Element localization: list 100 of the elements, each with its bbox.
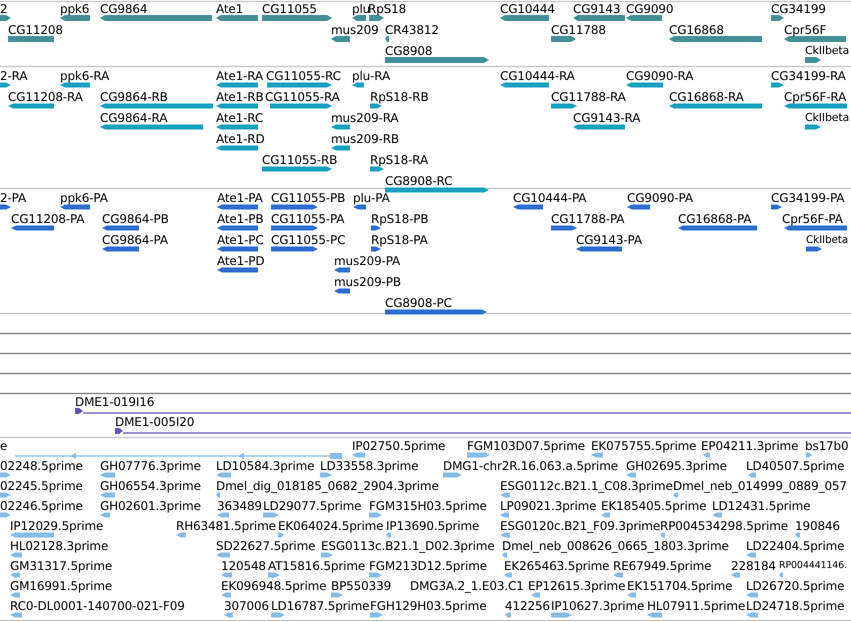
feature-label: LD10584.3prime	[216, 459, 314, 473]
feature-label: RE67949.5prime	[613, 559, 712, 573]
feature-label: IP13690.5prime	[386, 519, 480, 533]
feature-label: CG8908	[385, 44, 432, 58]
feature-label: FGM315H03.5prime	[369, 499, 487, 513]
feature-label: Ate1-PD	[217, 254, 264, 268]
feature-label: plu-RA	[352, 69, 390, 83]
feature-label: mus209-PA	[334, 254, 400, 268]
feature-label: CG11055-PC	[271, 233, 346, 247]
feature-label: CG16868-RA	[669, 90, 744, 104]
feature-label: Dmel_neb_014999_0889_057	[673, 479, 847, 493]
feature-label: IP12029.5prime	[10, 519, 104, 533]
feature-label: LD40507.5prime	[746, 459, 844, 473]
feature-label: GH02601.3prime	[100, 499, 201, 513]
feature-label: GH07776.3prime	[100, 459, 201, 473]
feature-label: FGM213D12.5prime	[369, 559, 487, 573]
feature-label: CG9090-RA	[626, 69, 694, 83]
feature-label: ppk6-RA	[60, 69, 110, 83]
feature-label: CG9143	[573, 2, 620, 16]
feature-label: EK064024.5prime	[278, 519, 384, 533]
feature-label: CG9864	[100, 2, 148, 16]
feature-label: DME1-005I20	[115, 415, 194, 429]
feature-label: EK151704.5prime	[627, 579, 732, 593]
feature-label: CG11055	[262, 2, 317, 16]
feature-label: mus209-RB	[331, 132, 400, 146]
feature-label: ESG0120c.B21_F09.3prime	[500, 519, 660, 533]
feature-label: LD29077.5prime	[263, 499, 362, 513]
feature-label: CG16868-PA	[678, 212, 752, 226]
feature-label: RpS18-PB	[371, 212, 428, 226]
feature-label: LD24718.5prime	[746, 599, 844, 613]
feature-label: RC0-DL0001-140700-021-F09	[10, 599, 185, 613]
feature-label: RpS18-RB	[370, 90, 429, 104]
feature-label: mus209-PB	[334, 275, 401, 289]
feature-label: EK265463.5prime	[504, 559, 610, 573]
feature-label: LD33558.3prime	[320, 459, 418, 473]
feature-label: GM16991.5prime	[10, 579, 112, 593]
feature-label: 363489	[217, 499, 262, 513]
feature-label: GH02695.3prime	[626, 459, 727, 473]
feature-label: CG8908-PC	[385, 296, 452, 310]
feature-label: Cpr56F-RA	[784, 90, 846, 104]
feature-label: BP550339	[331, 579, 392, 593]
feature-label: EK075755.5prime	[591, 439, 696, 453]
feature-label: Ate1-RB	[216, 90, 264, 104]
feature-label: CG10444	[500, 2, 555, 16]
feature-label: CG11055-RC	[266, 69, 341, 83]
feature-label: ESG0112c.B21.1_C08.3prime	[500, 479, 673, 493]
feature-label: CG34199-RA	[771, 69, 846, 83]
feature-label: 2-RA	[0, 69, 28, 83]
feature-label: LP09021.3prime	[500, 499, 596, 513]
feature-label: 412256	[505, 599, 550, 613]
feature-label: CG11788-RA	[551, 90, 626, 104]
feature-label: CG11208-PA	[11, 212, 84, 226]
feature-label: LD16787.5prime	[271, 599, 370, 613]
feature-label: Cpr56F-PA	[782, 212, 843, 226]
feature-label: CG11055-RA	[265, 90, 340, 104]
feature-label: FGH129H03.5prime	[370, 599, 486, 613]
feature-label: LD26720.5prime	[746, 579, 844, 593]
feature-label: ppk6-PA	[60, 191, 108, 205]
feature-label: CG11208	[8, 23, 63, 37]
feature-label: CG34199-PA	[771, 191, 844, 205]
feature-label: CG11055-PB	[271, 191, 346, 205]
feature-label: SD22627.5prime	[216, 539, 316, 553]
feature-label: CkIIbeta	[805, 44, 850, 58]
feature-label: CG11788-PA	[551, 212, 624, 226]
feature-label: AT15816.5prime	[268, 559, 366, 573]
feature-label: CG11055-RB	[262, 153, 338, 167]
feature-label: 228184	[731, 559, 776, 573]
feature-label: CG9864-RB	[100, 90, 168, 104]
feature-label: CkIIbeta	[805, 111, 850, 125]
feature-label: CG11055-PA	[271, 212, 344, 226]
feature-label: DMG3A.2_1.E03.C1	[410, 579, 524, 593]
feature-label: ppk6	[60, 2, 90, 16]
feature-label: 120548	[221, 559, 266, 573]
feature-label: IP10627.3prime	[551, 599, 644, 613]
feature-label: Dmel_neb_008626_0665_1803.3prime	[502, 539, 729, 553]
feature-label: 2-PA	[0, 191, 26, 205]
feature-label: EP04211.3prime	[701, 439, 798, 453]
feature-label: Ate1	[216, 2, 244, 16]
feature-label: LD22404.5prime	[746, 539, 844, 553]
feature-label: CG16868	[669, 23, 724, 37]
feature-label: HL02128.3prime	[10, 539, 108, 553]
feature-label: RpS18	[368, 2, 406, 16]
feature-label: EK185405.5prime	[601, 499, 706, 513]
feature-label: Ate1-RA	[216, 69, 264, 83]
feature-label: EK096948.5prime	[221, 579, 326, 593]
feature-label: Ate1-PB	[217, 212, 264, 226]
feature-label: RH63481.5prime	[176, 519, 276, 533]
feature-label: 02245.5prime	[0, 479, 83, 493]
feature-label: CG11788	[551, 23, 606, 37]
feature-label: CG10444-PA	[513, 191, 586, 205]
feature-label: LD12431.5prime	[712, 499, 810, 513]
feature-label: mus209	[331, 23, 379, 37]
feature-label: Dmel_dig_018185_0682_2904.3prime	[216, 479, 439, 493]
feature-label: Ate1-RD	[216, 132, 265, 146]
feature-label: RP004441146.	[779, 559, 847, 573]
feature-label: CG34199	[771, 2, 826, 16]
feature-label: RpS18-PA	[371, 233, 428, 247]
feature-label: mus209-RA	[331, 111, 398, 125]
feature-label: CG9090	[626, 2, 674, 16]
feature-label: ESG0113c.B21.1_D02.3prime	[321, 539, 495, 553]
